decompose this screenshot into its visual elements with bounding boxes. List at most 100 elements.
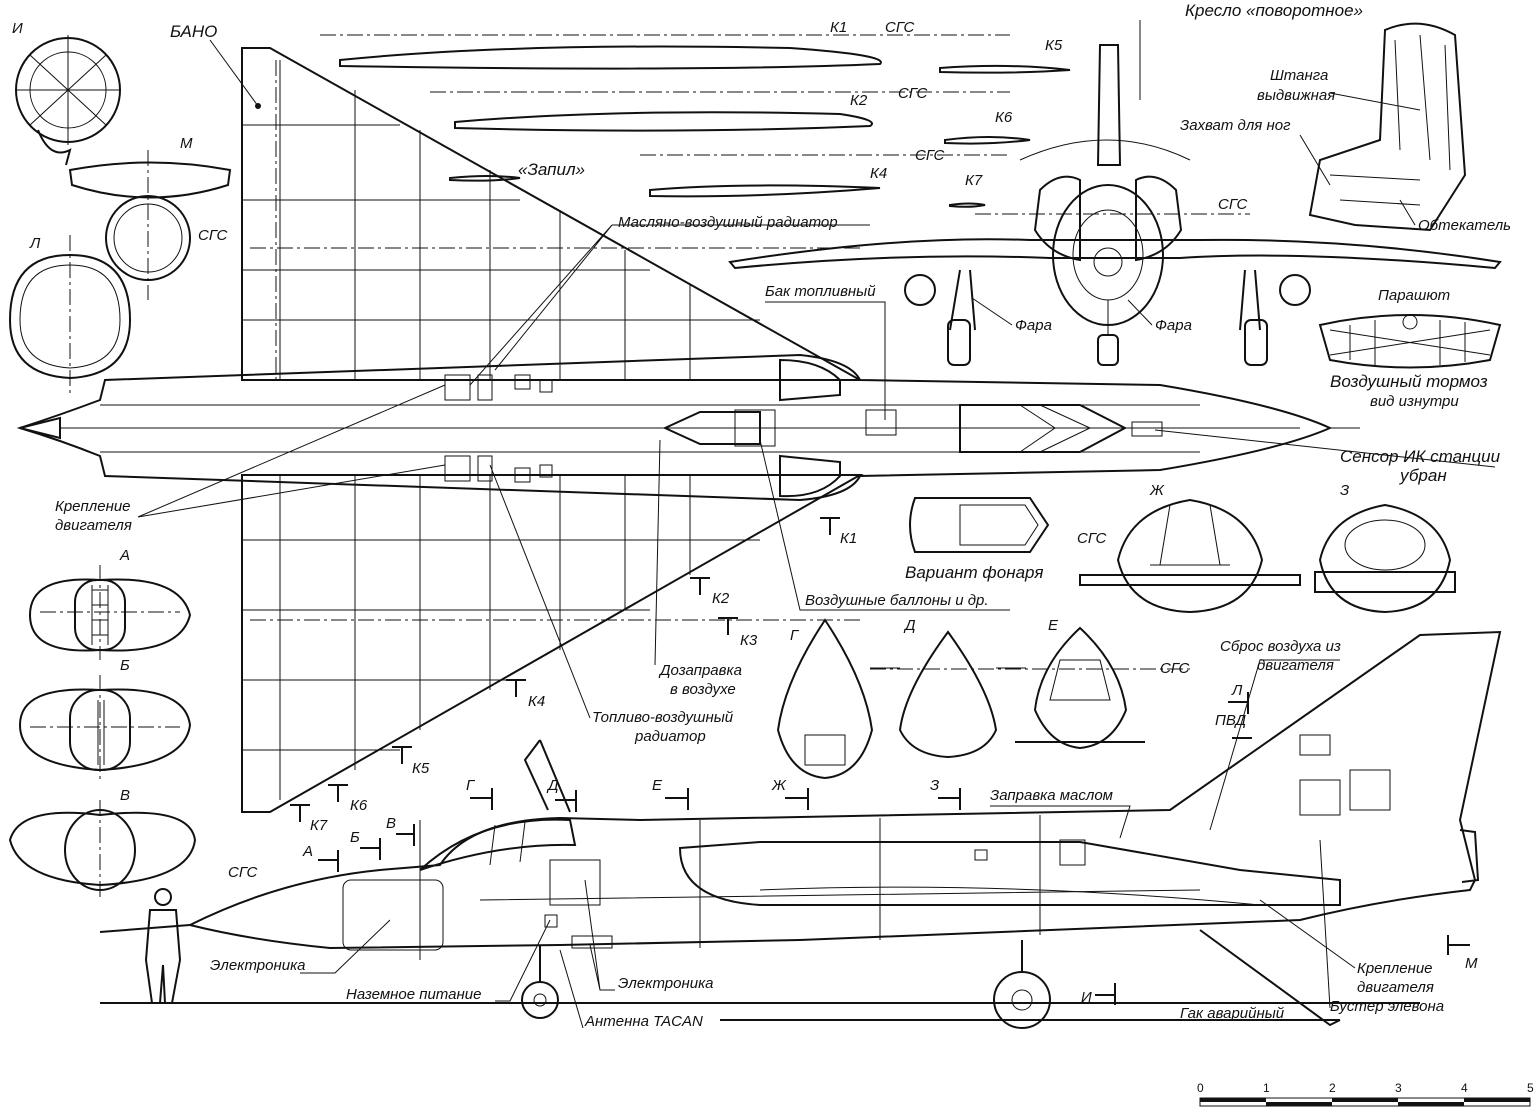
section-B-view: Б bbox=[18, 657, 192, 780]
label-engine-mount-side-2: двигателя bbox=[1357, 979, 1434, 996]
marker-k4: К4 bbox=[528, 693, 545, 710]
scale-tick-label: 1 bbox=[1263, 1081, 1270, 1095]
label-fairing: Обтекатель bbox=[1418, 217, 1511, 234]
marker-k6: К6 bbox=[350, 797, 368, 814]
label-engine-mount-plan-2: двигателя bbox=[55, 517, 132, 534]
scale-segment bbox=[1398, 1102, 1464, 1106]
label-sec-B: Б bbox=[120, 657, 130, 674]
label-sec-M: М bbox=[180, 135, 193, 152]
label-elevon-booster: Бустер элевона bbox=[1330, 998, 1444, 1015]
label-rod-2: выдвижная bbox=[1257, 87, 1335, 104]
label-electronics-nose: Электроника bbox=[210, 957, 306, 974]
scale-tick-label: 5 м bbox=[1527, 1081, 1536, 1095]
section-E-view: Е СГС bbox=[870, 617, 1190, 750]
scale-segment bbox=[1200, 1098, 1266, 1102]
scale-segment bbox=[1266, 1102, 1332, 1106]
plan-view bbox=[16, 47, 1360, 813]
seat-title: Кресло «поворотное» bbox=[1185, 1, 1363, 20]
marker-E: Е bbox=[652, 777, 663, 794]
section-D-view: Д bbox=[870, 617, 1026, 759]
label-refuel-1: Дозаправка bbox=[658, 662, 742, 679]
label-parachute: Парашют bbox=[1378, 287, 1450, 304]
label-ground-power: Наземное питание bbox=[346, 986, 481, 1003]
label-k6: К6 bbox=[995, 109, 1013, 126]
label-ir-sensor-2: убран bbox=[1399, 466, 1447, 485]
airbrake-detail: Парашют Воздушный тормоз вид изнутри bbox=[1318, 287, 1502, 410]
label-engine-mount-plan-1: Крепление bbox=[55, 498, 131, 515]
label-airbrake-1: Воздушный тормоз bbox=[1330, 372, 1488, 391]
label-oil-air-radiator: Масляно-воздушный радиатор bbox=[618, 214, 838, 231]
label-headlight-right: Фара bbox=[1155, 317, 1192, 334]
label-k7: К7 bbox=[965, 172, 983, 189]
callouts: БАНО Масляно-воздушный радиатор Бак топл… bbox=[55, 22, 1501, 1030]
marker-M: М bbox=[1465, 955, 1478, 972]
label-sgs-k2: СГС bbox=[898, 85, 927, 102]
label-canopy-variant: Вариант фонаря bbox=[905, 563, 1043, 582]
scale-tick-label: 3 bbox=[1395, 1081, 1402, 1095]
section-M-view: М СГС bbox=[68, 135, 232, 300]
label-zapil: «Запил» bbox=[518, 160, 585, 179]
label-ir-sensor-1: Сенсор ИК станции bbox=[1340, 447, 1501, 466]
label-sgs-zh: СГС bbox=[1077, 530, 1106, 547]
label-sec-A: А bbox=[119, 547, 130, 564]
section-L-view: Л bbox=[8, 235, 132, 395]
label-sec-D: Д bbox=[903, 617, 916, 634]
marker-A: А bbox=[302, 843, 313, 860]
seat-detail: Кресло «поворотное» Штанга выдвижная Зах… bbox=[1180, 1, 1511, 234]
label-sec-E: Е bbox=[1048, 617, 1059, 634]
label-tacan: Антенна TACAN bbox=[584, 1013, 703, 1030]
label-k4: К4 bbox=[870, 165, 887, 182]
label-sec-G: Г bbox=[790, 627, 800, 644]
label-fuel-tank: Бак топливный bbox=[765, 283, 876, 300]
label-air-bottles: Воздушные баллоны и др. bbox=[805, 592, 989, 609]
front-view: Фара Фара СГС bbox=[728, 20, 1502, 366]
label-sec-Z: З bbox=[1340, 482, 1349, 499]
label-fuel-air-radiator-1: Топливо-воздушный bbox=[592, 709, 734, 726]
scale-tick-label: 0 bbox=[1197, 1081, 1204, 1095]
section-A-view: А bbox=[28, 547, 192, 660]
section-I-view: И bbox=[12, 20, 121, 166]
marker-k3: К3 bbox=[740, 632, 758, 649]
scale-tick-label: 4 bbox=[1461, 1081, 1468, 1095]
marker-L: Л bbox=[1231, 682, 1243, 699]
label-sec-I: И bbox=[12, 20, 23, 37]
label-bano: БАНО bbox=[170, 22, 217, 41]
label-pvd: ПВД bbox=[1215, 712, 1247, 729]
airfoil-sections: К1 СГС К5 К2 СГС К6 СГС «Запил» К4 К7 bbox=[320, 19, 1250, 215]
section-markers: К1 К2 К3 К4 К5 К6 К7 А Б В Г Д Е Ж З И М… bbox=[290, 517, 1478, 1006]
section-Zh-view: Ж СГС bbox=[1077, 482, 1301, 614]
canopy-variant: Вариант фонаря bbox=[905, 497, 1050, 582]
marker-k7: К7 bbox=[310, 817, 328, 834]
section-Z-view: З bbox=[1314, 482, 1456, 614]
label-k2: К2 bbox=[850, 92, 868, 109]
label-rod-1: Штанга bbox=[1270, 67, 1328, 84]
label-refuel-2: в воздухе bbox=[670, 681, 736, 698]
scale-segment bbox=[1332, 1098, 1398, 1102]
marker-V: В bbox=[386, 815, 396, 832]
label-oil-refill: Заправка маслом bbox=[990, 787, 1113, 804]
marker-G: Г bbox=[466, 777, 476, 794]
label-sec-Zh: Ж bbox=[1149, 482, 1165, 499]
label-k1: К1 bbox=[830, 19, 847, 36]
section-V-view: В bbox=[8, 787, 197, 900]
label-headlight-left: Фара bbox=[1015, 317, 1052, 334]
marker-k2: К2 bbox=[712, 590, 730, 607]
label-engine-mount-side-1: Крепление bbox=[1357, 960, 1433, 977]
label-sgs-side: СГС bbox=[228, 864, 257, 881]
marker-B: Б bbox=[350, 829, 360, 846]
label-airbrake-2: вид изнутри bbox=[1370, 393, 1459, 410]
label-sec-L: Л bbox=[29, 235, 41, 252]
label-electronics-bay: Электроника bbox=[618, 975, 714, 992]
scale-tick-label: 2 bbox=[1329, 1081, 1336, 1095]
label-air-dump-1: Сброс воздуха из bbox=[1220, 638, 1341, 655]
label-k5: К5 bbox=[1045, 37, 1063, 54]
label-sgs-k1: СГС bbox=[885, 19, 914, 36]
marker-D: Д bbox=[546, 777, 559, 794]
label-emergency-hook: Гак аварийный bbox=[1180, 1005, 1285, 1022]
scale-segment bbox=[1464, 1098, 1530, 1102]
label-air-dump-2: двигателя bbox=[1257, 657, 1334, 674]
marker-Z: З bbox=[930, 777, 939, 794]
marker-k5: К5 bbox=[412, 760, 430, 777]
scale-bar: 0 1 2 3 4 5 м bbox=[1197, 1081, 1536, 1107]
label-fuel-air-radiator-2: радиатор bbox=[634, 728, 706, 745]
